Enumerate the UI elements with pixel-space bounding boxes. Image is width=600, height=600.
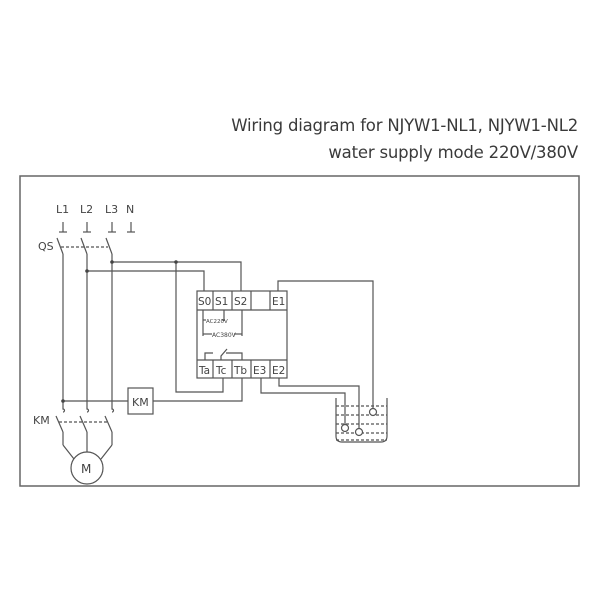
km-coil-wiring	[61, 378, 243, 403]
phase-labels: L1 L2 L3 N	[56, 203, 134, 216]
terminal-s0: S0	[198, 296, 211, 308]
terminal-tb: Tb	[233, 365, 247, 377]
phase-label-l3: L3	[105, 203, 118, 216]
km-contacts	[55, 404, 115, 460]
terminal-e1: E1	[272, 296, 285, 308]
diagram-title-line1: Wiring diagram for NJYW1-NL1, NJYW1-NL2	[231, 116, 578, 135]
terminal-ta: Ta	[198, 365, 210, 377]
electrode-e1	[368, 407, 378, 417]
motor-label: M	[81, 462, 91, 476]
km-coil	[127, 387, 154, 415]
relay-terminal-labels: S0 S1 S2 E1 Ta Tc Tb E3 E2 AC220V AC380V	[198, 296, 285, 377]
electrode-e2	[354, 427, 364, 437]
km-contacts-label: KM	[33, 414, 50, 427]
ac380v-label: AC380V	[212, 332, 237, 339]
supply-terminals	[59, 222, 135, 233]
diagram-frame	[19, 175, 580, 487]
terminal-e3: E3	[253, 365, 266, 377]
electrode-e3	[340, 423, 350, 433]
qs-label: QS	[38, 240, 54, 253]
terminal-tc: Tc	[215, 365, 227, 377]
relay-supply-wiring	[85, 260, 242, 393]
diagram-title-line2: water supply mode 220V/380V	[328, 143, 578, 162]
phase-conductors	[62, 254, 113, 404]
level-relay	[196, 290, 288, 379]
phase-label-n: N	[126, 203, 134, 216]
phase-label-l1: L1	[56, 203, 69, 216]
qs-switch	[56, 237, 113, 255]
electrode-wiring	[260, 280, 374, 432]
terminal-s1: S1	[215, 296, 228, 308]
km-coil-label: KM	[132, 396, 149, 409]
motor	[70, 451, 104, 485]
phase-label-l2: L2	[80, 203, 93, 216]
terminal-s2: S2	[234, 296, 247, 308]
terminal-e2: E2	[272, 365, 285, 377]
water-tank	[335, 398, 388, 443]
ac220v-label: AC220V	[206, 319, 228, 325]
